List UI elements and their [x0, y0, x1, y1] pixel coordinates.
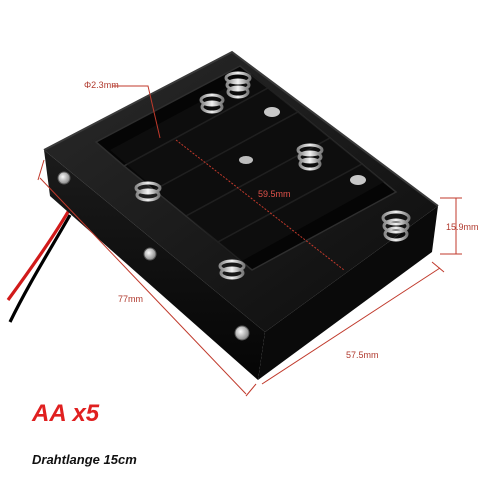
- length-label: 77mm: [118, 294, 144, 304]
- flat-contacts: [239, 107, 366, 185]
- rivet-left: [57, 171, 71, 185]
- spring-6: [381, 210, 411, 242]
- contact-2: [350, 175, 366, 185]
- length-extension-b: [245, 383, 257, 397]
- dimension-lines: [37, 85, 462, 397]
- rivet-right: [234, 325, 250, 341]
- diameter-label: Φ2.3mm: [84, 80, 119, 90]
- front-side-face: [44, 150, 265, 380]
- spring-1: [224, 71, 252, 99]
- width-label: 57.5mm: [346, 350, 379, 360]
- battery-spec-title: AA x5: [32, 400, 100, 427]
- rivet-middle: [143, 247, 157, 261]
- battery-compartments: [94, 65, 398, 271]
- spring-2: [199, 93, 225, 114]
- black-wire: [8, 214, 72, 323]
- wires: [6, 204, 74, 323]
- length-line: [39, 177, 247, 395]
- spring-5: [218, 259, 246, 280]
- springs: [134, 71, 411, 280]
- wire-length-caption: Drahtlange 15cm: [32, 452, 137, 467]
- contact-3: [239, 156, 253, 164]
- spring-3: [296, 143, 324, 171]
- diameter-leader: [112, 85, 161, 139]
- height-label: 15.9mm: [446, 222, 479, 232]
- spring-4: [134, 181, 162, 202]
- right-side-face: [258, 206, 438, 380]
- red-wire: [6, 204, 74, 301]
- length-extension-a: [37, 159, 45, 181]
- width-line: [261, 267, 441, 385]
- inner-length-line: [175, 139, 345, 271]
- width-extension: [431, 261, 445, 273]
- contact-1: [264, 107, 280, 117]
- inner-length-label: 59.5mm: [258, 189, 291, 199]
- battery-holder: [43, 50, 439, 380]
